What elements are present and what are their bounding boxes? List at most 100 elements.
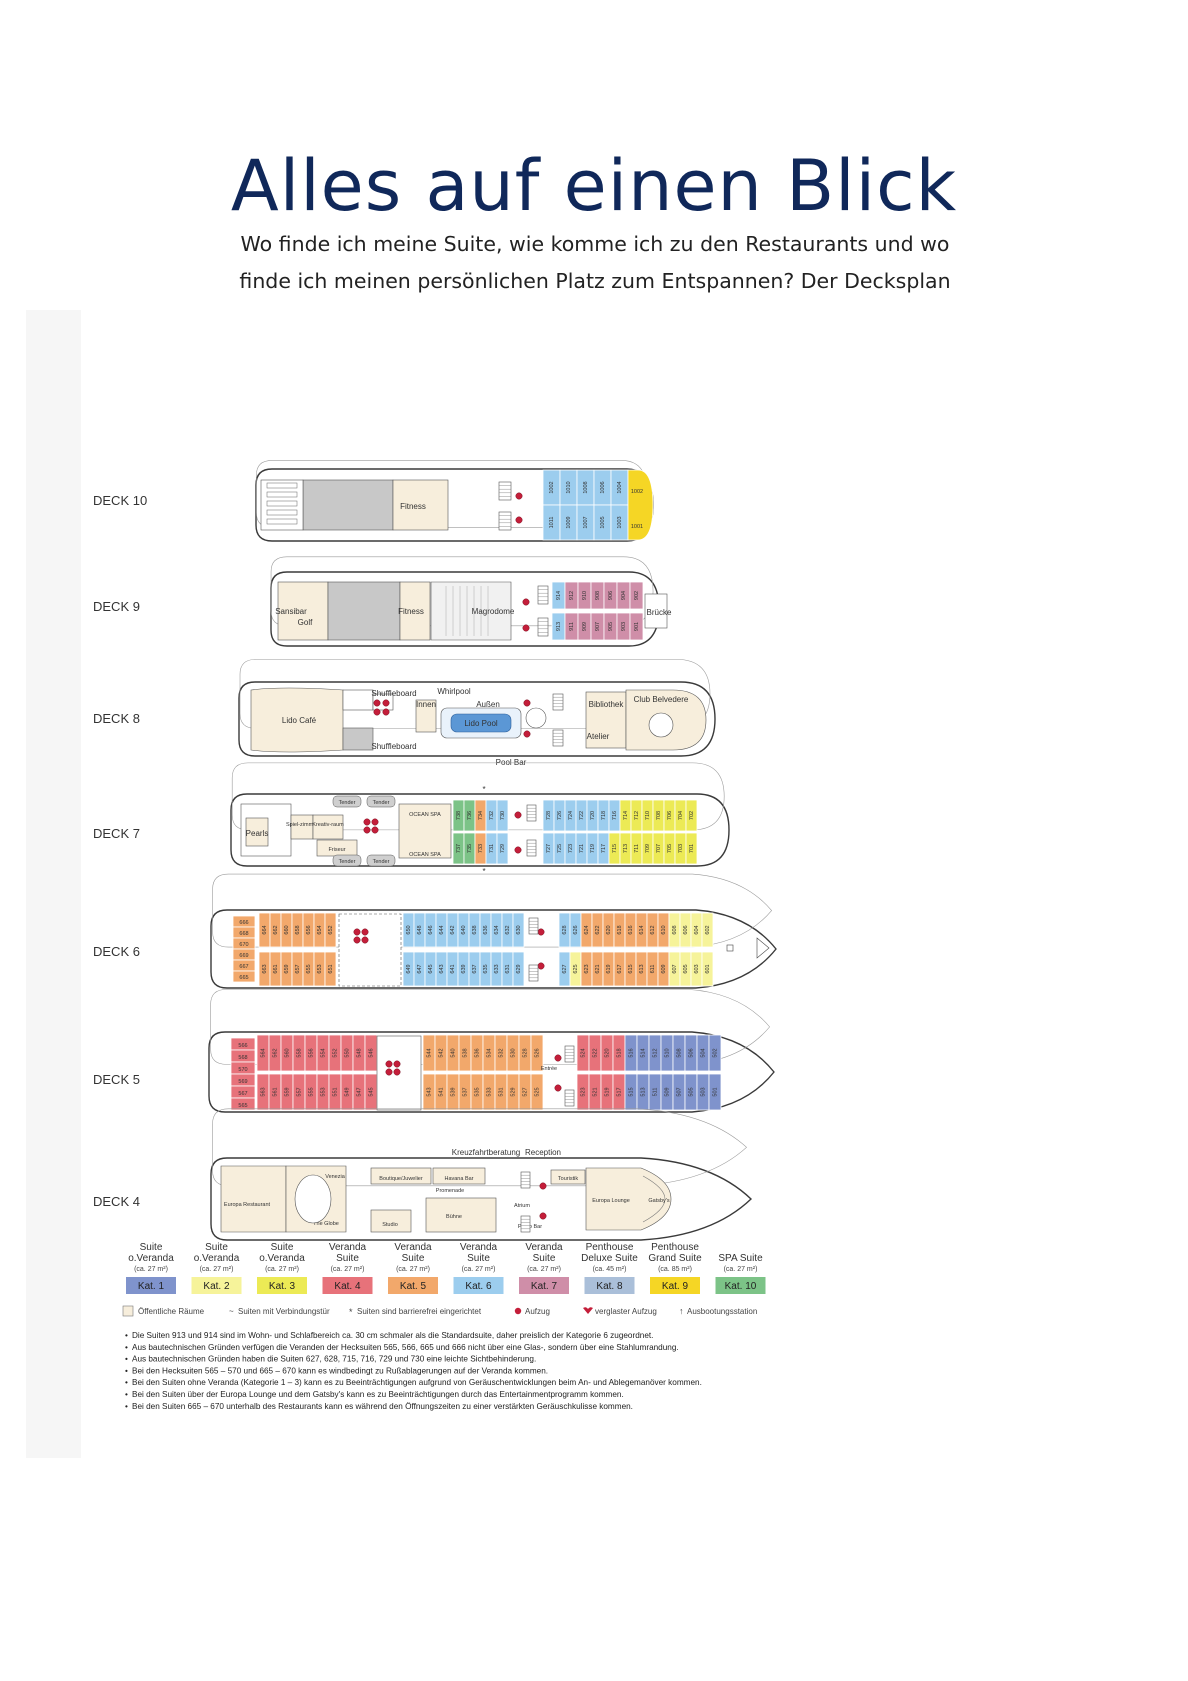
legend-name: Suite <box>533 1253 556 1264</box>
suite-number: 705 <box>667 844 673 853</box>
creative-room-label: Kreativ-raum <box>312 822 344 828</box>
suite-number: 610 <box>661 925 667 934</box>
suite-cell <box>324 951 337 987</box>
library-label: Bibliothek <box>589 700 625 709</box>
lounger-icon <box>266 500 298 507</box>
pearls-label: Pearls <box>246 829 269 838</box>
legend-name: Suite <box>402 1253 425 1264</box>
suite-number: 650 <box>406 925 412 934</box>
studio-label: Studio <box>382 1222 398 1228</box>
legend-kat: Kat. 10 <box>725 1281 757 1292</box>
legend-kat: Kat. 4 <box>334 1281 361 1292</box>
legend-item: SPA Suite(ca. 27 m²)Kat. 10 <box>715 1253 766 1294</box>
deck6-mid-area <box>338 913 402 987</box>
suite-number: 627 <box>562 964 568 973</box>
accessible-icon: * <box>482 867 485 876</box>
stage-edge <box>642 1175 666 1223</box>
suite-number: 733 <box>478 844 484 853</box>
elevator-icon <box>523 730 531 738</box>
suite-number: 645 <box>428 964 434 973</box>
lounger-icon <box>266 509 298 516</box>
suite-number: 516 <box>628 1048 634 1057</box>
dance-floor-oval <box>294 1174 332 1224</box>
legend-area: (ca. 27 m²) <box>265 1266 299 1273</box>
suite-cell <box>530 1073 544 1111</box>
lido-pool-label: Lido Pool <box>464 719 498 728</box>
hairdresser-label: Friseur <box>328 847 345 853</box>
elevator-icon <box>385 1068 393 1076</box>
elevator-icon <box>382 699 390 707</box>
suite-number: 642 <box>450 925 456 934</box>
legend-name: Grand Suite <box>648 1253 702 1264</box>
suite-number: 551 <box>332 1087 338 1096</box>
elevator-icon <box>353 936 361 944</box>
suite-number: 616 <box>628 925 634 934</box>
the-globe-label: The Globe <box>313 1221 339 1227</box>
suite-number: 565 <box>238 1103 247 1109</box>
suite-number: 509 <box>664 1087 670 1096</box>
tender-label: Tender <box>339 800 356 806</box>
suite-number: 548 <box>356 1048 362 1057</box>
tender-label: Tender <box>373 800 390 806</box>
atelier-label: Atelier <box>587 732 610 741</box>
legend-area: (ca. 27 m²) <box>462 1266 496 1273</box>
suite-number: 712 <box>634 811 640 820</box>
note-bullet: • <box>125 1331 128 1340</box>
suite-number: 723 <box>568 844 574 853</box>
suite-number: 711 <box>634 844 640 853</box>
venezia-label: Venezia <box>325 1174 346 1180</box>
lifeboat-station-icon: ↑ <box>679 1306 684 1316</box>
suite-number: 552 <box>332 1048 338 1057</box>
suite-number: 656 <box>306 925 312 934</box>
suite-number: 1002 <box>549 481 555 493</box>
suite-number: 624 <box>584 925 590 934</box>
suite-number: 521 <box>592 1087 598 1096</box>
pool-bar-circle <box>525 707 547 729</box>
elevator-icon <box>539 1182 547 1190</box>
pearls-area <box>245 817 269 847</box>
legend-area: (ca. 27 m²) <box>331 1266 365 1273</box>
suite-number: 510 <box>664 1048 670 1057</box>
suite-number: 554 <box>320 1048 326 1057</box>
deck-label: DECK 5 <box>93 1072 140 1087</box>
suite-number: 718 <box>601 811 607 820</box>
accessible-icon: * <box>482 785 485 794</box>
elevator-icon <box>515 492 523 500</box>
suite-number: 655 <box>306 964 312 973</box>
suite-number: 661 <box>273 964 279 973</box>
suite-number: 517 <box>616 1087 622 1096</box>
suite-number: 635 <box>483 964 489 973</box>
suite-number: 715 <box>612 844 618 853</box>
inner-label: Innen <box>416 700 436 709</box>
stairs-icon <box>552 729 564 747</box>
suite-number: 734 <box>478 811 484 820</box>
gatsbys-label: Bühne <box>446 1214 462 1220</box>
suite-number: 520 <box>604 1048 610 1057</box>
legend-symbols: Öffentliche Räume~Suiten mit Verbindungs… <box>122 1305 757 1317</box>
legend-area: (ca. 27 m²) <box>200 1266 234 1273</box>
sansibar-label: Sansibar <box>275 607 307 616</box>
legend-name: Suite <box>140 1242 163 1253</box>
suite-number: 725 <box>557 844 563 853</box>
suite-number: 533 <box>486 1087 492 1096</box>
suite-number: 604 <box>694 925 700 934</box>
suite-number: 638 <box>472 925 478 934</box>
suite-number: 721 <box>579 844 585 853</box>
suite-number: 729 <box>500 844 506 853</box>
elevator-icon <box>514 811 522 819</box>
legend-swatch <box>519 1277 569 1294</box>
elevator-icon <box>373 699 381 707</box>
ocean-spa-label: OCEAN SPA <box>409 852 441 858</box>
suite-number: 601 <box>705 964 711 973</box>
suite-number: 553 <box>320 1087 326 1096</box>
suite-number: 669 <box>239 953 248 959</box>
elevator-icon <box>353 928 361 936</box>
suite-number: 630 <box>516 925 522 934</box>
suite-number: 543 <box>426 1087 432 1096</box>
suite-number: 647 <box>417 964 423 973</box>
suite-number: 1006 <box>600 481 606 493</box>
note-text: Bei den Suiten ohne Veranda (Kategorie 1… <box>132 1378 702 1387</box>
